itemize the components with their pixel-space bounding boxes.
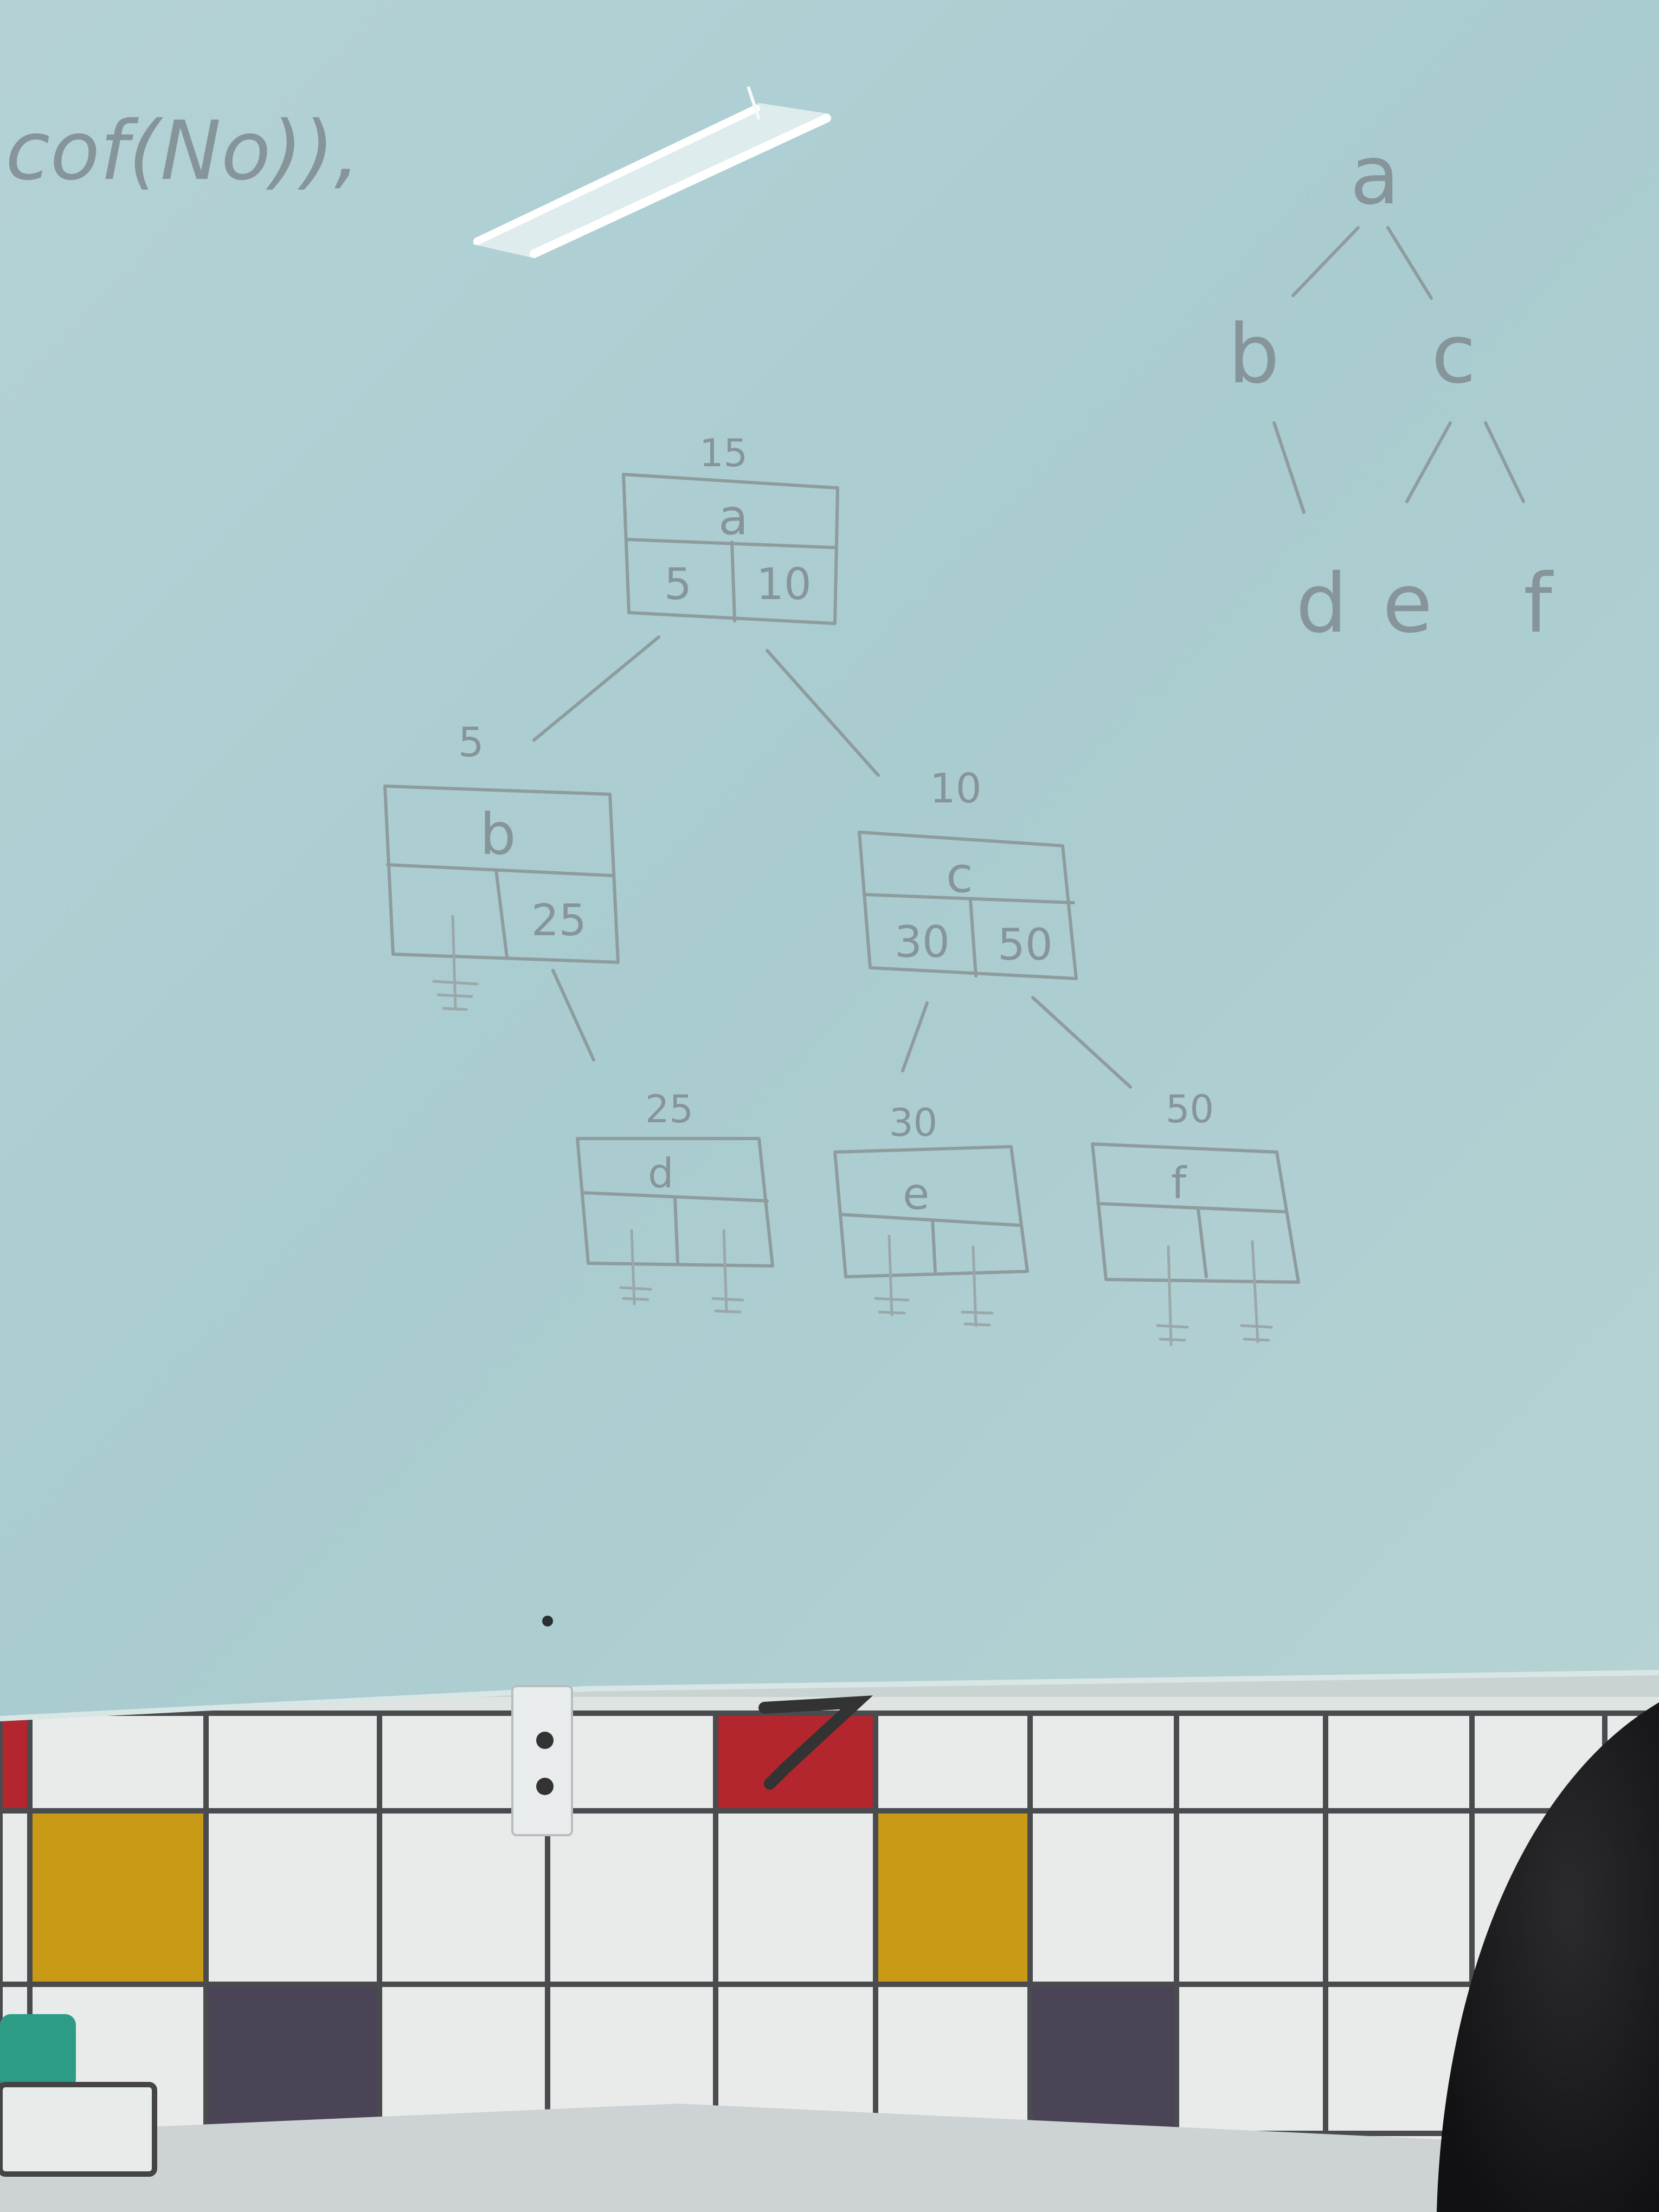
- node-b-right: 25: [531, 895, 587, 946]
- node-d-box: [576, 1137, 774, 1268]
- sketch-node-f: f: [1523, 557, 1554, 651]
- node-c-addr: 10: [930, 764, 981, 812]
- wall-tile: [1027, 1808, 1179, 1987]
- wall-tile: [377, 1808, 550, 1987]
- wall-tile: [1027, 1982, 1179, 2136]
- sketch-node-b: b: [1228, 307, 1279, 402]
- node-f-box: [1091, 1142, 1300, 1284]
- node-e-null-left: [874, 1234, 910, 1316]
- node-d-key: d: [648, 1149, 674, 1197]
- node-b: 5 b 25: [383, 718, 620, 1011]
- wall-tile: [203, 1982, 382, 2136]
- node-d-null-left: [619, 1229, 652, 1306]
- node-f-divider: [1096, 1202, 1287, 1213]
- node-c-box: [858, 831, 1078, 980]
- foreground: [0, 1702, 1659, 2212]
- node-tree: 15 a 5 10 5 b 25 10 c 30 50: [383, 431, 1300, 1346]
- node-a-right: 10: [756, 559, 812, 609]
- node-a: 15 a 5 10: [622, 431, 839, 625]
- node-d: 25 d: [576, 1087, 774, 1314]
- node-e-box: [833, 1145, 1029, 1278]
- wall-tile: [27, 1808, 209, 1987]
- edge-a-b: [532, 635, 660, 742]
- node-d-null-right: [711, 1229, 744, 1314]
- wall-tile: [873, 1808, 1033, 1987]
- whiteboard: [0, 0, 1659, 1721]
- board-speck: [542, 1616, 553, 1626]
- wall-tile: [873, 1982, 1033, 2136]
- node-b-key: b: [480, 801, 516, 867]
- sketch-node-a: a: [1350, 128, 1400, 223]
- node-f-split: [1197, 1207, 1208, 1278]
- sketch-edge-a-b: [1291, 226, 1360, 297]
- edge-b-d: [551, 969, 595, 1062]
- wall-tile: [873, 1711, 1033, 1814]
- node-c-key: c: [946, 847, 973, 904]
- sketch-edge-c-e: [1405, 421, 1452, 503]
- sketch-edge-c-f: [1484, 421, 1525, 503]
- board-fragment-text: cof(No)),: [5, 104, 360, 198]
- wall-tile: [713, 1808, 878, 1987]
- node-a-split: [730, 541, 736, 622]
- edge-c-e: [901, 1001, 929, 1072]
- node-c-split: [969, 898, 978, 978]
- sketch-edge-a-c: [1386, 226, 1433, 300]
- node-c-divider: [863, 893, 1075, 904]
- node-f: 50 f: [1091, 1087, 1300, 1346]
- node-e-null-right: [961, 1245, 994, 1327]
- node-a-addr: 15: [699, 431, 748, 475]
- node-e-split: [931, 1218, 937, 1273]
- wall-tile: [203, 1711, 382, 1814]
- sketch-node-d: d: [1296, 557, 1347, 651]
- board-clip: [511, 1685, 873, 1836]
- node-b-box: [383, 785, 620, 964]
- node-d-split: [673, 1197, 679, 1265]
- node-c-right: 50: [998, 919, 1053, 970]
- node-d-addr: 25: [645, 1087, 693, 1131]
- node-a-key: a: [718, 489, 748, 546]
- wall-tile: [0, 1711, 33, 1814]
- node-b-addr: 5: [458, 718, 484, 766]
- node-c-left: 30: [895, 917, 950, 967]
- sketch-node-e: e: [1382, 557, 1432, 651]
- node-b-null: [432, 915, 479, 1011]
- sketch-node-c: c: [1431, 307, 1476, 402]
- node-b-divider: [386, 863, 614, 877]
- wall-tile: [1323, 1808, 1475, 1987]
- wall-tile: [1174, 1711, 1328, 1814]
- node-f-key: f: [1171, 1158, 1187, 1208]
- node-e: 30 e: [833, 1101, 1029, 1327]
- wall-tile: [545, 1808, 718, 1987]
- node-a-box: [622, 473, 839, 625]
- node-a-left: 5: [664, 559, 692, 609]
- sketch-tree: a b c d e f: [1228, 128, 1554, 651]
- edge-a-c: [766, 649, 880, 777]
- wall-tile: [27, 1711, 209, 1814]
- node-b-split: [494, 869, 509, 959]
- wall-tile: [0, 1808, 33, 1987]
- node-f-addr: 50: [1166, 1087, 1214, 1131]
- light-glare: [472, 86, 831, 258]
- wall-tile: [203, 1808, 382, 1987]
- node-e-addr: 30: [889, 1101, 937, 1145]
- sketch-edge-b-d: [1272, 421, 1306, 514]
- wall-tile: [1174, 1808, 1328, 1987]
- node-e-key: e: [903, 1169, 929, 1219]
- wall-tile: [1323, 1711, 1475, 1814]
- edge-c-f: [1031, 996, 1132, 1089]
- node-f-null-left: [1156, 1245, 1189, 1346]
- wall-tile: [1174, 1982, 1328, 2136]
- node-e-divider: [839, 1213, 1021, 1227]
- wall-tile: [1027, 1711, 1179, 1814]
- node-f-null-right: [1240, 1240, 1273, 1343]
- node-c: 10 c 30 50: [858, 764, 1078, 980]
